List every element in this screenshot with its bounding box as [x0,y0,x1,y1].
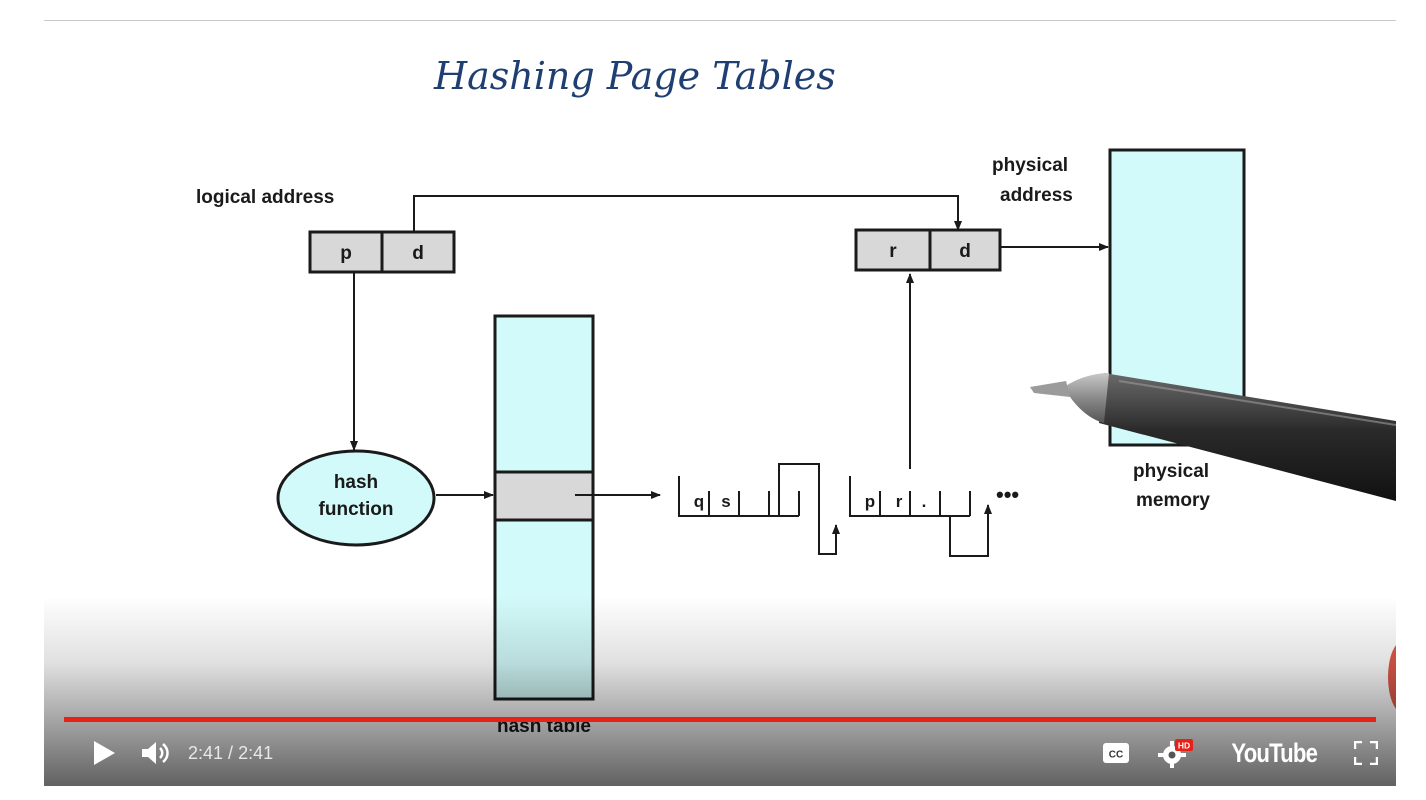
physical-r-text: r [889,241,897,262]
physical-memory-label-2: memory [1136,490,1210,511]
chain-dot-text: . [922,492,927,511]
volume-icon [142,742,169,764]
time-separator: / [223,742,239,763]
physical-memory-label-1: physical [1133,461,1209,482]
play-button[interactable] [84,733,124,773]
right-controls: CC HD YouTube [1102,727,1378,779]
hd-badge-text: HD [1177,741,1189,751]
progress-bar[interactable] [64,717,1376,722]
time-display: 2:41 / 2:41 [188,743,273,764]
settings-button[interactable]: HD [1157,738,1194,768]
chain-q-text: q [694,492,704,511]
video-frame: Hashing Page Tables logical address p d … [196,54,1396,737]
chain-s-text: s [721,492,730,511]
play-icon [94,741,115,765]
handwritten-title: Hashing Page Tables [433,54,836,98]
physical-r-cell [854,228,932,272]
chain-node-1 [678,476,800,517]
chain-node-2-pointer [949,504,992,557]
settings-hd-icon: HD [1157,739,1193,768]
presenter-pen [1030,373,1396,501]
chain-node-1-pointer [778,463,840,555]
captions-button[interactable]: CC [1102,742,1130,764]
time-total: 2:41 [238,742,274,763]
physical-address-label-2: address [1000,185,1073,206]
volume-button[interactable] [136,733,176,773]
logical-p-cell [308,230,384,274]
player-controls: 2:41 / 2:41 CC [44,727,1396,779]
hash-function-text-2: function [319,499,394,520]
progress-bar-fill [64,717,1376,722]
captions-icon: CC [1102,743,1129,763]
video-player[interactable]: Hashing Page Tables logical address p d … [44,20,1396,786]
chain-node-2 [849,476,971,517]
hash-function-node [276,449,436,547]
physical-address-label-1: physical [992,155,1068,176]
chain-ellipsis: ••• [996,482,1019,507]
chain-p-text: p [865,492,875,511]
physical-d-text: d [959,241,971,262]
fullscreen-icon [1354,741,1378,765]
time-current: 2:41 [188,742,224,763]
hash-function-text-1: hash [334,472,378,493]
logical-d-text: d [412,243,424,264]
logical-address-label: logical address [196,187,334,208]
youtube-logo: YouTube [1230,737,1318,768]
offset-connector [413,195,962,232]
logical-p-text: p [340,243,352,264]
logical-d-cell [380,230,456,274]
chain-r-text: r [896,492,903,511]
youtube-button[interactable]: YouTube [1222,738,1326,769]
physical-d-cell [928,228,1002,272]
fullscreen-button[interactable] [1354,741,1378,765]
captions-icon-text: CC [1108,750,1122,761]
